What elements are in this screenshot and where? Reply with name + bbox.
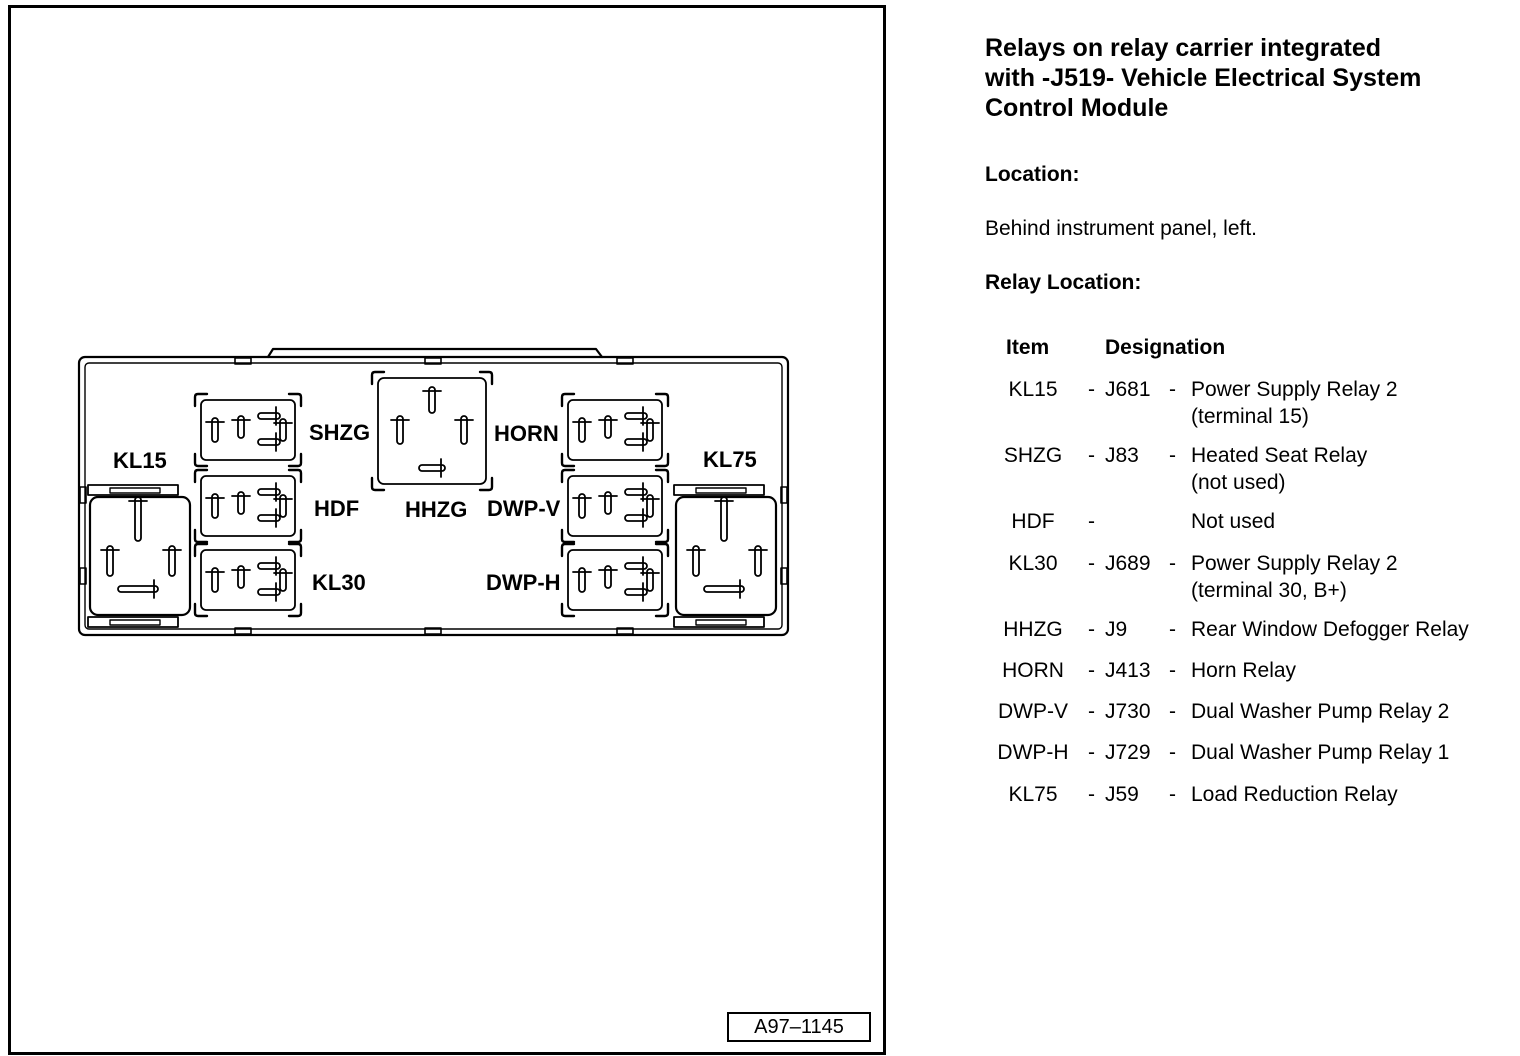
table-cell-item: DWP-H — [997, 741, 1069, 764]
table-cell-designation: Dual Washer Pump Relay 2 — [1191, 700, 1450, 723]
page-title: Relays on relay carrier integrated with … — [985, 33, 1505, 123]
relay-label-dwp-v: DWP-V — [487, 498, 561, 520]
column-header-designation: Designation — [1105, 336, 1226, 359]
relay-label-shzg: SHZG — [309, 420, 371, 445]
table-cell-designation: (not used) — [1191, 471, 1286, 494]
table-cell-dash: - — [1169, 444, 1176, 467]
table-cell-code: J9 — [1105, 618, 1128, 641]
table-cell-dash: - — [1169, 700, 1176, 723]
table-cell-code: J729 — [1105, 741, 1151, 764]
relay-label-dwp-h: DWP-H — [486, 572, 561, 594]
table-cell-item: SHZG — [1003, 444, 1063, 467]
title-line: Control Module — [985, 94, 1169, 122]
table-cell-dash: - — [1088, 510, 1095, 533]
table-cell-designation: Power Supply Relay 2 — [1191, 378, 1398, 401]
table-cell-dash: - — [1169, 741, 1176, 764]
table-cell-code: J413 — [1105, 659, 1151, 682]
table-cell-dash: - — [1169, 552, 1176, 575]
table-cell-designation: Load Reduction Relay — [1191, 783, 1398, 806]
relay-socket-horn — [560, 392, 670, 468]
table-cell-dash: - — [1088, 378, 1095, 401]
table-cell-item: DWP-V — [998, 700, 1068, 723]
relay-socket-kl75 — [673, 484, 778, 628]
relay-label-hdf: HDF — [314, 496, 360, 521]
table-cell-dash: - — [1169, 659, 1176, 682]
relay-socket-hhzg — [370, 370, 494, 492]
relay-socket-dwp-v — [560, 468, 670, 544]
table-cell-code: J681 — [1105, 378, 1151, 401]
table-cell-dash: - — [1169, 618, 1176, 641]
relay-location-heading: Relay Location: — [985, 271, 1142, 294]
table-cell-dash: - — [1169, 378, 1176, 401]
location-text: Behind instrument panel, left. — [985, 217, 1257, 240]
table-cell-code: J83 — [1105, 444, 1139, 467]
relay-label-kl75: KL75 — [703, 447, 757, 472]
table-cell-designation: Not used — [1191, 510, 1276, 533]
table-cell-dash: - — [1088, 618, 1095, 641]
relay-label-kl30: KL30 — [312, 570, 366, 595]
table-cell-item: HORN — [1002, 659, 1064, 682]
relay-socket-shzg — [193, 392, 303, 468]
relay-socket-dwp-h — [560, 542, 670, 618]
table-cell-code: J59 — [1105, 783, 1139, 806]
table-cell-item: KL15 — [1008, 378, 1058, 401]
figure-id: A97–1145 — [727, 1012, 871, 1042]
table-cell-designation: (terminal 30, B+) — [1191, 579, 1347, 602]
table-cell-dash: - — [1088, 783, 1095, 806]
relay-label-hhzg: HHZG — [405, 497, 468, 522]
relay-socket-kl30 — [193, 542, 303, 618]
table-cell-dash: - — [1088, 741, 1095, 764]
figure-frame — [8, 5, 886, 1055]
location-heading: Location: — [985, 163, 1080, 186]
table-cell-dash: - — [1088, 700, 1095, 723]
table-cell-dash: - — [1088, 552, 1095, 575]
table-cell-designation: Dual Washer Pump Relay 1 — [1191, 741, 1450, 764]
title-line: Relays on relay carrier integrated — [985, 34, 1382, 62]
table-cell-code: J730 — [1105, 700, 1151, 723]
table-cell-dash: - — [1169, 783, 1176, 806]
carrier-housing — [77, 347, 790, 637]
table-cell-designation: Power Supply Relay 2 — [1191, 552, 1398, 575]
relay-socket-kl15 — [87, 484, 192, 628]
table-cell-code: J689 — [1105, 552, 1151, 575]
table-cell-designation: Heated Seat Relay — [1191, 444, 1368, 467]
table-cell-designation: Horn Relay — [1191, 659, 1297, 682]
relay-label-horn: HORN — [494, 421, 559, 446]
relay-carrier-diagram — [77, 347, 790, 637]
table-cell-item: HHZG — [1003, 618, 1063, 641]
table-cell-dash: - — [1088, 444, 1095, 467]
relay-socket-hdf — [193, 468, 303, 544]
table-cell-designation: Rear Window Defogger Relay — [1191, 618, 1469, 641]
table-cell-dash: - — [1088, 659, 1095, 682]
title-line: with -J519- Vehicle Electrical System — [985, 64, 1422, 92]
table-cell-item: KL30 — [1008, 552, 1058, 575]
table-cell-item: HDF — [1011, 510, 1055, 533]
table-cell-item: KL75 — [1008, 783, 1058, 806]
column-header-item: Item — [1006, 336, 1050, 359]
table-cell-designation: (terminal 15) — [1191, 405, 1309, 428]
relay-label-kl15: KL15 — [113, 448, 167, 473]
